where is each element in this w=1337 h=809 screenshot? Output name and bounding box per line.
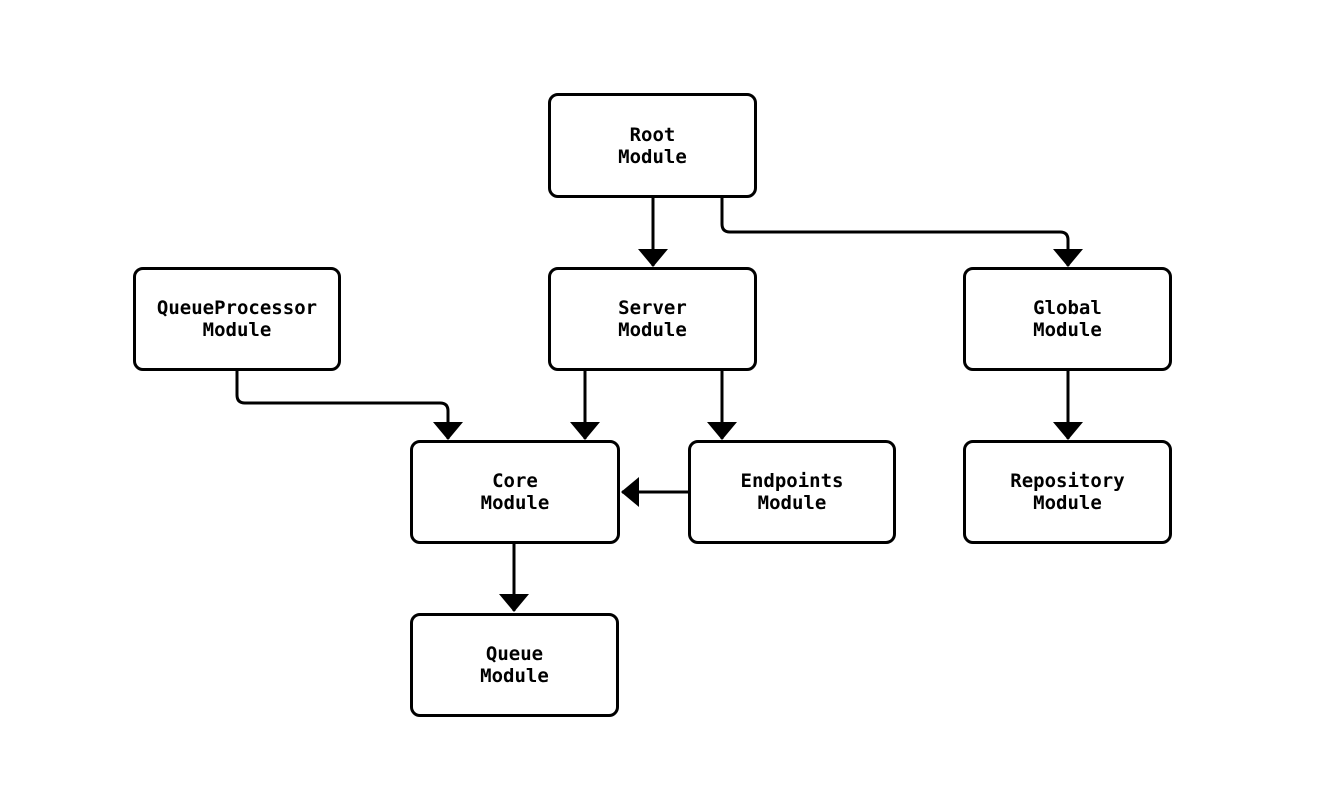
node-label-line: Root <box>629 123 676 146</box>
node-global-module: Global Module <box>963 267 1172 371</box>
node-label-line: Module <box>202 319 272 341</box>
node-label-line: Module <box>480 665 549 687</box>
node-root-module: Root Module <box>548 93 757 198</box>
node-label-line: Module <box>480 492 550 514</box>
node-core-module: Core Module <box>410 440 620 544</box>
node-repository-module: Repository Module <box>963 440 1172 544</box>
node-label-line: Queue <box>485 643 544 665</box>
node-label-line: Endpoints <box>740 470 844 492</box>
node-queue-module: Queue Module <box>410 613 619 717</box>
node-endpoints-module: Endpoints Module <box>688 440 896 544</box>
node-label-line: Repository <box>1010 470 1125 492</box>
node-label-line: QueueProcessor <box>156 297 318 319</box>
node-label-line: Module <box>618 145 687 168</box>
node-label-line: Server <box>618 297 687 319</box>
node-server-module: Server Module <box>548 267 757 371</box>
edge-root-to-global <box>720 198 1083 267</box>
node-queueprocessor-module: QueueProcessor Module <box>133 267 341 371</box>
node-label-line: Core <box>492 470 538 492</box>
edge-queueprocessor-to-core <box>235 371 463 440</box>
node-label-line: Module <box>1033 492 1102 514</box>
node-label-line: Global <box>1033 297 1102 319</box>
node-label-line: Module <box>1033 319 1102 341</box>
node-label-line: Module <box>757 492 827 514</box>
node-label-line: Module <box>618 319 687 341</box>
